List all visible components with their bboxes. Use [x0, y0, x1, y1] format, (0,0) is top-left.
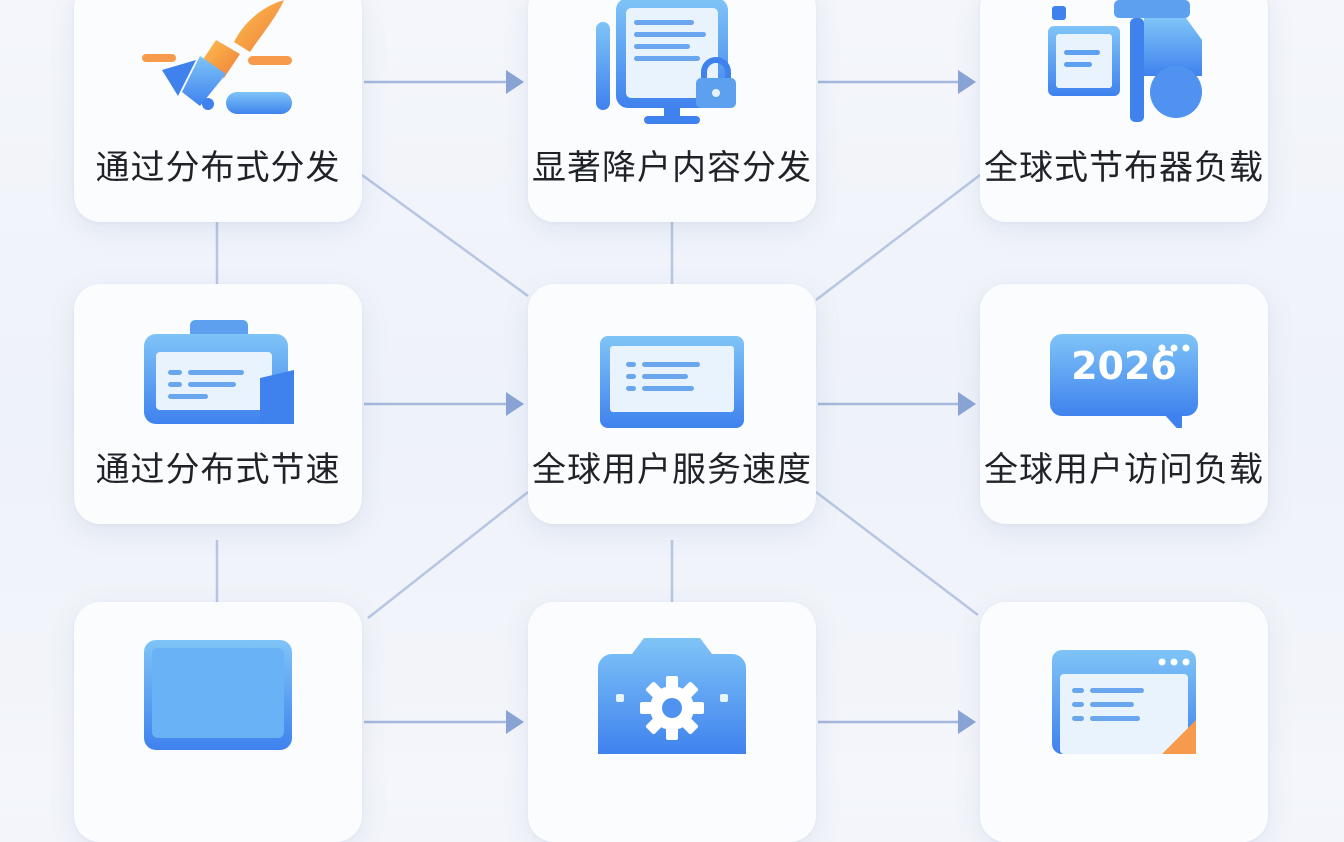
chat-bubble-icon: 2026 — [1044, 298, 1204, 428]
node-r3c2[interactable] — [528, 602, 816, 842]
arrow-r3-a — [364, 710, 524, 734]
connector-r1c3-r2c2 — [815, 174, 981, 301]
node-label: 全球式节布器负载 — [984, 148, 1264, 188]
monitor-icon — [600, 336, 744, 428]
node-r1c3[interactable]: 全球式节布器负载 — [980, 0, 1268, 222]
node-label: 全球用户服务速度 — [532, 450, 812, 490]
connector-r2c2-r3c1 — [367, 491, 529, 619]
document-card-icon — [1048, 0, 1202, 122]
arrow-r1-b — [818, 70, 976, 94]
node-label: 显著降户内容分发 — [532, 148, 812, 188]
tablet-lock-icon — [596, 0, 736, 124]
node-r3c1[interactable] — [74, 602, 362, 842]
node-r2c3[interactable]: 2026 全球用户访问负载 — [980, 284, 1268, 524]
node-r2c2[interactable]: 全球用户服务速度 — [528, 284, 816, 524]
camera-gear-icon — [598, 638, 746, 754]
chat-bubble-year: 2026 — [1071, 344, 1177, 388]
node-label: 全球用户访问负载 — [984, 450, 1264, 490]
rocket-icon — [142, 0, 292, 114]
arrow-r2-a — [364, 392, 524, 416]
connector-layer — [215, 70, 981, 734]
node-r1c2[interactable]: 显著降户内容分发 — [528, 0, 816, 222]
node-r1c1[interactable]: 通过分布式分发 — [74, 0, 362, 222]
arrow-r1-a — [364, 70, 524, 94]
id-card-icon — [144, 320, 294, 424]
connector-r2c2-r3c3 — [815, 491, 979, 616]
node-label: 通过分布式分发 — [95, 148, 341, 188]
display-icon — [144, 640, 292, 750]
browser-document-icon — [1052, 650, 1196, 754]
arrow-r3-b — [818, 710, 976, 734]
node-label: 通过分布式节速 — [95, 450, 341, 490]
node-r3c3[interactable] — [980, 602, 1268, 842]
node-r2c1[interactable]: 通过分布式节速 — [74, 284, 362, 524]
arrow-r2-b — [818, 392, 976, 416]
connector-r1c1-r2c2 — [361, 173, 529, 298]
